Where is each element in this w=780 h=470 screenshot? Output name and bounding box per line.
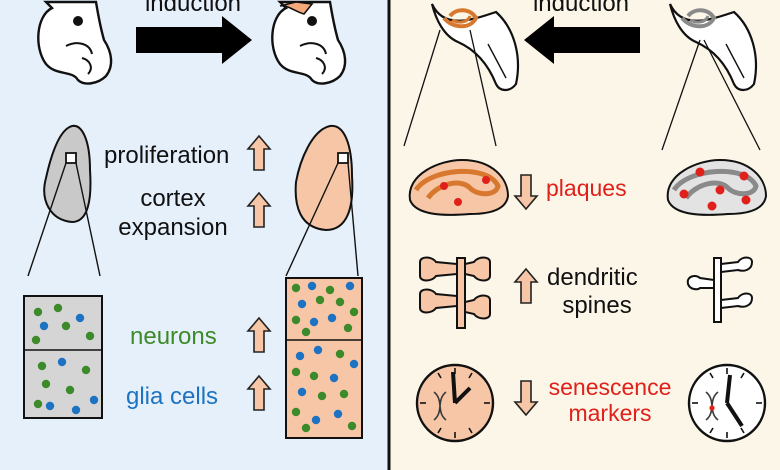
glia-cell bbox=[333, 409, 343, 419]
neuron-cell bbox=[335, 349, 345, 359]
brain-section-left bbox=[403, 3, 520, 147]
neuron-cell bbox=[325, 285, 335, 295]
neuron-cell bbox=[339, 389, 349, 399]
neuron-cell bbox=[343, 323, 353, 333]
neuron-cell bbox=[347, 421, 357, 431]
neuron-cell bbox=[53, 303, 63, 313]
glia-cell bbox=[57, 357, 67, 367]
neuron-cell bbox=[291, 367, 301, 377]
neuron-cell bbox=[309, 371, 319, 381]
neurons-label: neurons bbox=[130, 323, 217, 350]
hippocampus-left bbox=[408, 158, 510, 216]
glia-cell bbox=[75, 313, 85, 323]
cortex-label: cortex bbox=[140, 185, 206, 212]
neuron-cell bbox=[33, 399, 43, 409]
tissue-left-dots bbox=[31, 303, 99, 415]
senescence-label: senescence bbox=[548, 374, 672, 400]
dendritic-label: dendritic bbox=[547, 264, 638, 291]
neuron-cell bbox=[61, 321, 71, 331]
clock-left bbox=[415, 363, 495, 443]
brain-right bbox=[285, 124, 359, 277]
neuron-cell bbox=[33, 307, 43, 317]
dendrite-right bbox=[686, 256, 754, 323]
glia-cell bbox=[349, 359, 359, 369]
glia-cell bbox=[71, 405, 81, 415]
neuron-cell bbox=[291, 407, 301, 417]
tissue-right-dots bbox=[291, 281, 359, 433]
glia-cell bbox=[345, 281, 355, 291]
neuron-cell bbox=[65, 385, 75, 395]
glia-cell bbox=[295, 351, 305, 361]
neuron-cell bbox=[291, 315, 301, 325]
glia-cell bbox=[309, 317, 319, 327]
expansion-label: expansion bbox=[118, 214, 228, 241]
glia-cell bbox=[297, 387, 307, 397]
glia-cell bbox=[39, 321, 49, 331]
neuron-cell bbox=[31, 335, 41, 345]
neuron-cell bbox=[37, 361, 47, 371]
glia-cell bbox=[327, 313, 337, 323]
induction-arrow-right bbox=[136, 16, 252, 64]
plaques-label: plaques bbox=[546, 175, 627, 201]
embryo-left bbox=[37, 0, 113, 85]
proliferation-label: proliferation bbox=[104, 142, 230, 169]
neuron-cell bbox=[315, 295, 325, 305]
embryo-right bbox=[271, 0, 347, 85]
dendrite-left bbox=[419, 256, 491, 329]
neuron-cell bbox=[85, 331, 95, 341]
induction-label-left: induction bbox=[144, 0, 242, 17]
glia-cells-label: glia cells bbox=[126, 383, 219, 410]
neuron-cell bbox=[301, 327, 311, 337]
glia-cell bbox=[329, 373, 339, 383]
clock-right bbox=[687, 363, 767, 443]
induction-label-right: induction bbox=[532, 0, 630, 17]
neuron-cell bbox=[335, 297, 345, 307]
brain-section-right bbox=[661, 3, 761, 151]
glia-cell bbox=[45, 401, 55, 411]
spines-label: spines bbox=[562, 292, 632, 319]
neuron-cell bbox=[301, 423, 311, 433]
induction-arrow-left bbox=[524, 16, 640, 64]
glia-cell bbox=[89, 395, 99, 405]
neuron-cell bbox=[317, 391, 327, 401]
neuron-cell bbox=[291, 283, 301, 293]
neuron-cell bbox=[349, 307, 359, 317]
markers-label: markers bbox=[568, 400, 652, 426]
neuron-cell bbox=[81, 365, 91, 375]
tissue-left bbox=[23, 295, 103, 419]
neuron-cell bbox=[41, 379, 51, 389]
brain-left bbox=[27, 124, 101, 277]
glia-cell bbox=[307, 281, 317, 291]
glia-cell bbox=[313, 345, 323, 355]
glia-cell bbox=[297, 299, 307, 309]
hippocampus-right bbox=[666, 158, 768, 216]
glia-cell bbox=[311, 415, 321, 425]
